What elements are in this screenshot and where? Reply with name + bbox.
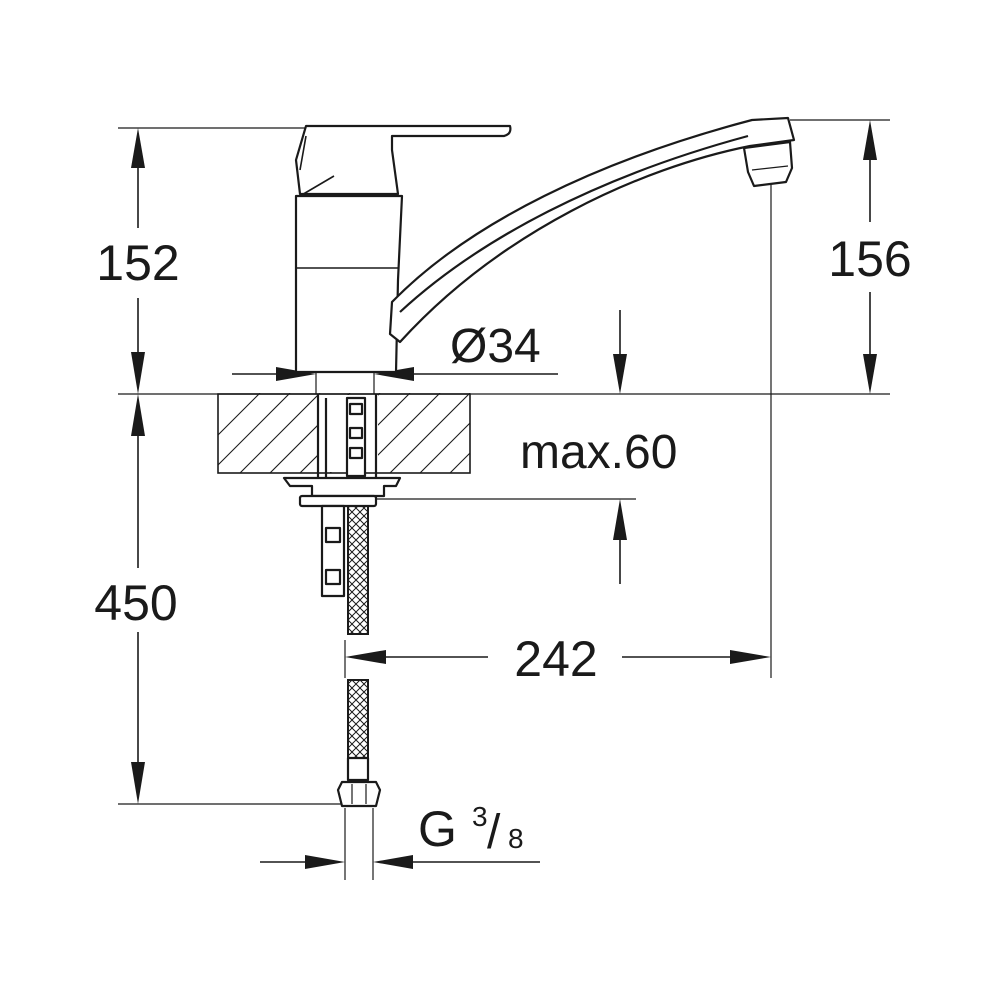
spout-arm bbox=[388, 116, 796, 344]
thread-label-prefix: G bbox=[418, 801, 457, 857]
dimension-152: 152 bbox=[96, 128, 180, 394]
mounting-nut bbox=[298, 494, 378, 508]
arrow-right bbox=[730, 650, 771, 664]
arrow-left bbox=[374, 367, 414, 381]
mounting-plate bbox=[282, 476, 402, 498]
arrow-up bbox=[613, 499, 627, 540]
dimension-thread: G 3 / 8 bbox=[260, 801, 540, 869]
arrow-down bbox=[863, 354, 877, 394]
braided-hose-upper bbox=[347, 505, 369, 635]
faucet-body bbox=[294, 124, 512, 374]
arrow-right bbox=[305, 855, 345, 869]
dimension-label-242: 242 bbox=[514, 631, 597, 687]
dimension-450: 450 bbox=[94, 394, 178, 804]
dimension-242: 242 bbox=[345, 631, 771, 687]
arrow-right bbox=[276, 367, 316, 381]
aerator bbox=[742, 140, 794, 188]
thread-label-numerator: 3 bbox=[472, 801, 488, 832]
dimension-label-diameter: Ø34 bbox=[450, 320, 541, 373]
lever-handle bbox=[294, 124, 512, 196]
arrow-left bbox=[373, 855, 413, 869]
arrow-left bbox=[345, 650, 386, 664]
hose-nut bbox=[336, 780, 382, 808]
dimension-label-156: 156 bbox=[828, 231, 911, 287]
arrow-up bbox=[863, 120, 877, 160]
braided-hose-lower bbox=[336, 679, 382, 808]
arrow-down bbox=[131, 762, 145, 804]
dimension-label-450: 450 bbox=[94, 575, 177, 631]
hose-ferrule bbox=[346, 756, 370, 782]
dimension-diameter-34: Ø34 bbox=[232, 320, 558, 394]
dimension-156: 156 bbox=[828, 120, 912, 394]
arrow-up bbox=[131, 128, 145, 168]
thread-label-denominator: 8 bbox=[508, 823, 524, 854]
countertop-outline bbox=[217, 393, 471, 474]
dimension-label-152: 152 bbox=[96, 235, 179, 291]
thread-label-slash: / bbox=[487, 806, 501, 859]
arrow-up bbox=[131, 394, 145, 436]
dimension-max-60: max.60 bbox=[520, 310, 677, 584]
arrow-down bbox=[131, 352, 145, 394]
faucet-spout bbox=[388, 116, 796, 344]
mounting-assembly bbox=[282, 394, 402, 635]
arrow-down bbox=[613, 354, 627, 394]
dimension-label-max-60: max.60 bbox=[520, 426, 677, 479]
faucet-column bbox=[294, 194, 404, 374]
